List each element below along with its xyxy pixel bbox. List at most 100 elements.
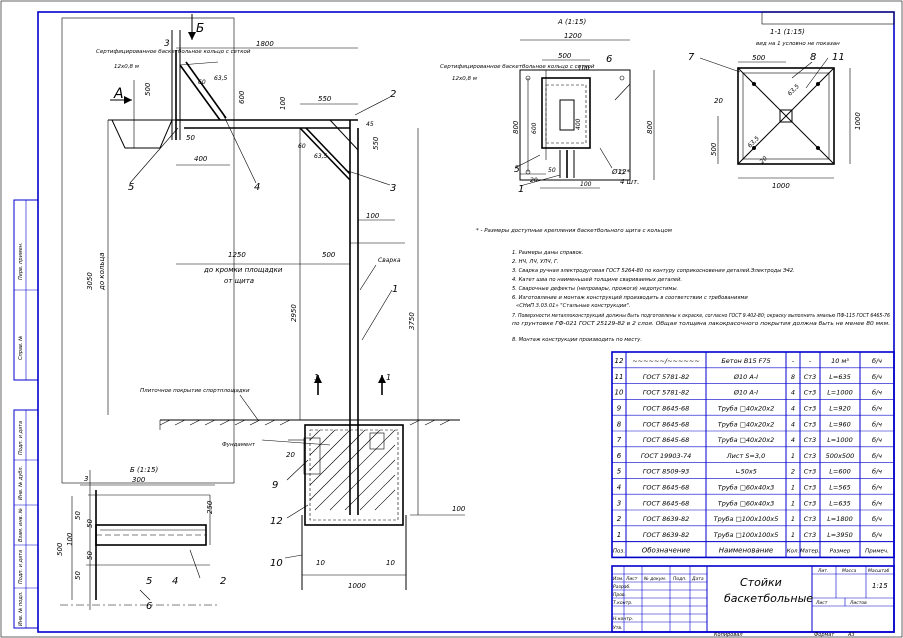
spec-cell: 4 (791, 389, 795, 397)
view-a-4pcs: 4 шт. (620, 178, 639, 186)
label-ring-height: до кольца (98, 252, 106, 291)
tb-razrab: Разраб. (613, 584, 631, 590)
tb-copied: Копировал (714, 632, 743, 638)
view-a (514, 39, 655, 189)
tb-mass: Масса (842, 568, 857, 574)
spec-cell: Ст3 (804, 515, 816, 523)
spec-cell: 4 (791, 420, 795, 428)
spec-cell: Труба □60х40х3 (718, 499, 775, 507)
spec-cell: 2 (617, 515, 622, 523)
view-a-100: 100 (578, 65, 590, 72)
spec-cell: L=635 (829, 373, 850, 381)
spec-cell: 1 (791, 515, 795, 523)
dim-100a: 100 (279, 96, 287, 110)
tb-prov: Пров. (613, 592, 626, 598)
spec-cell: Труба □40х20х2 (718, 420, 775, 428)
tb-sheet: Лист (815, 600, 828, 606)
spec-cell: 12 (615, 357, 624, 365)
spec-cell: Труба □100х100х5 (714, 531, 779, 539)
dim-ang635: 63,5 (214, 75, 228, 82)
tb-h-sign: Подп. (673, 576, 687, 582)
spec-cell: L=920 (829, 404, 850, 412)
label-welding: Сварка (378, 257, 401, 264)
view-a-20: 20 (530, 177, 538, 184)
side-stamp-perv: Перв. примен. (18, 242, 24, 280)
view-a-callout-5: 5 (514, 165, 520, 175)
spec-cell: ГОСТ 8645-68 (643, 404, 689, 412)
tb-sheets: Листов (849, 600, 867, 606)
callout-1: 1 (392, 284, 398, 295)
view-a-ring-label: Сертифицированное баскетбольное кольцо с… (440, 64, 595, 70)
view-b (60, 470, 220, 610)
spec-cell: 4 (617, 483, 621, 491)
spec-cell: Ст3 (804, 452, 816, 460)
spec-cell: L=1000 (827, 436, 853, 444)
spec-cell: Ст3 (804, 373, 816, 381)
spec-cell: Труба □40х20х2 (718, 404, 775, 412)
dim-50: 50 (186, 134, 195, 142)
spec-cell: 1 (791, 452, 795, 460)
dim-20a: 20 (286, 451, 295, 459)
spec-cell: ∟50х5 (735, 468, 757, 476)
label-cover-top: Плиточное покрытие спортплощадки (140, 388, 250, 394)
spec-cell: 1 (791, 499, 795, 507)
dim-1250: 1250 (228, 251, 246, 259)
spec-cell: 9 (617, 404, 622, 412)
dim-ang635b: 63,5 (314, 153, 328, 160)
spec-cell: L=1000 (827, 389, 853, 397)
dim-2950: 2950 (290, 304, 298, 322)
spec-header: Кол. (787, 549, 800, 555)
spec-cell: 11 (615, 373, 624, 381)
spec-cell: ГОСТ 8509-93 (643, 468, 689, 476)
spec-cell: б/ч (872, 373, 882, 381)
callout-1-left: 1 (314, 373, 319, 382)
tb-utv: Утв. (613, 625, 622, 631)
dim-10b: 10 (386, 559, 395, 567)
spec-header: Обозначение (642, 547, 691, 555)
spec-cell: L=960 (829, 420, 850, 428)
view-a-callout-1: 1 (518, 184, 524, 195)
callout-12: 12 (270, 516, 283, 527)
spec-cell: 10 (615, 389, 624, 397)
callout-10: 10 (270, 558, 283, 569)
note-1: 1. Размеры даны справок. (512, 250, 583, 256)
spec-cell: 4 (791, 436, 795, 444)
spec-cell: Ст3 (804, 389, 816, 397)
title-block (611, 565, 895, 633)
spec-cell: Бетон В15 F75 (721, 357, 770, 365)
callout-5: 5 (128, 182, 134, 193)
section-1-1 (699, 57, 851, 179)
footnote: * - Размеры доступные крепления баскетбо… (476, 228, 672, 234)
dim-500b: 500 (322, 251, 336, 259)
label-foundation: Фундамент (222, 442, 256, 448)
letter-b: Б (196, 21, 204, 35)
tb-tkontr: Т.контр. (613, 600, 633, 606)
section-20b: 20 (758, 155, 768, 165)
tb-scale-h: Масштаб (868, 568, 890, 574)
section-note: вид на 1 условно не показан (756, 41, 840, 47)
tb-h-date: Дата (691, 576, 704, 582)
dim-3050: 3050 (86, 272, 94, 290)
spec-cell: Ст3 (804, 531, 816, 539)
callout-4: 4 (254, 182, 260, 193)
view-b-100: 100 (66, 532, 74, 546)
label-ring-edge: до кромки площадки (203, 266, 283, 274)
spec-cell: б/ч (872, 420, 882, 428)
section-callout-8: 8 (810, 52, 816, 63)
label-basket-ring-left-size: 12х0,8 м (114, 64, 139, 70)
spec-header: Размер (830, 549, 851, 555)
spec-cell: Ст3 (804, 468, 816, 476)
spec-cell: ГОСТ 8639-82 (643, 531, 689, 539)
spec-cell: Ø10 А-I (733, 373, 758, 381)
spec-cell: Лист S=3,0 (726, 452, 765, 460)
spec-header: Наименование (719, 547, 773, 555)
tb-name-2: баскетбольные (724, 592, 813, 605)
view-b-300: 300 (132, 476, 146, 484)
note-7b: по грунтовке ГФ-021 ГОСТ 25129-82 в 2 сл… (512, 321, 890, 327)
view-b-callout-6: 6 (146, 601, 152, 612)
label-shield: от щита (224, 277, 254, 285)
dim-400: 400 (194, 155, 208, 163)
spec-cell: б/ч (872, 499, 882, 507)
